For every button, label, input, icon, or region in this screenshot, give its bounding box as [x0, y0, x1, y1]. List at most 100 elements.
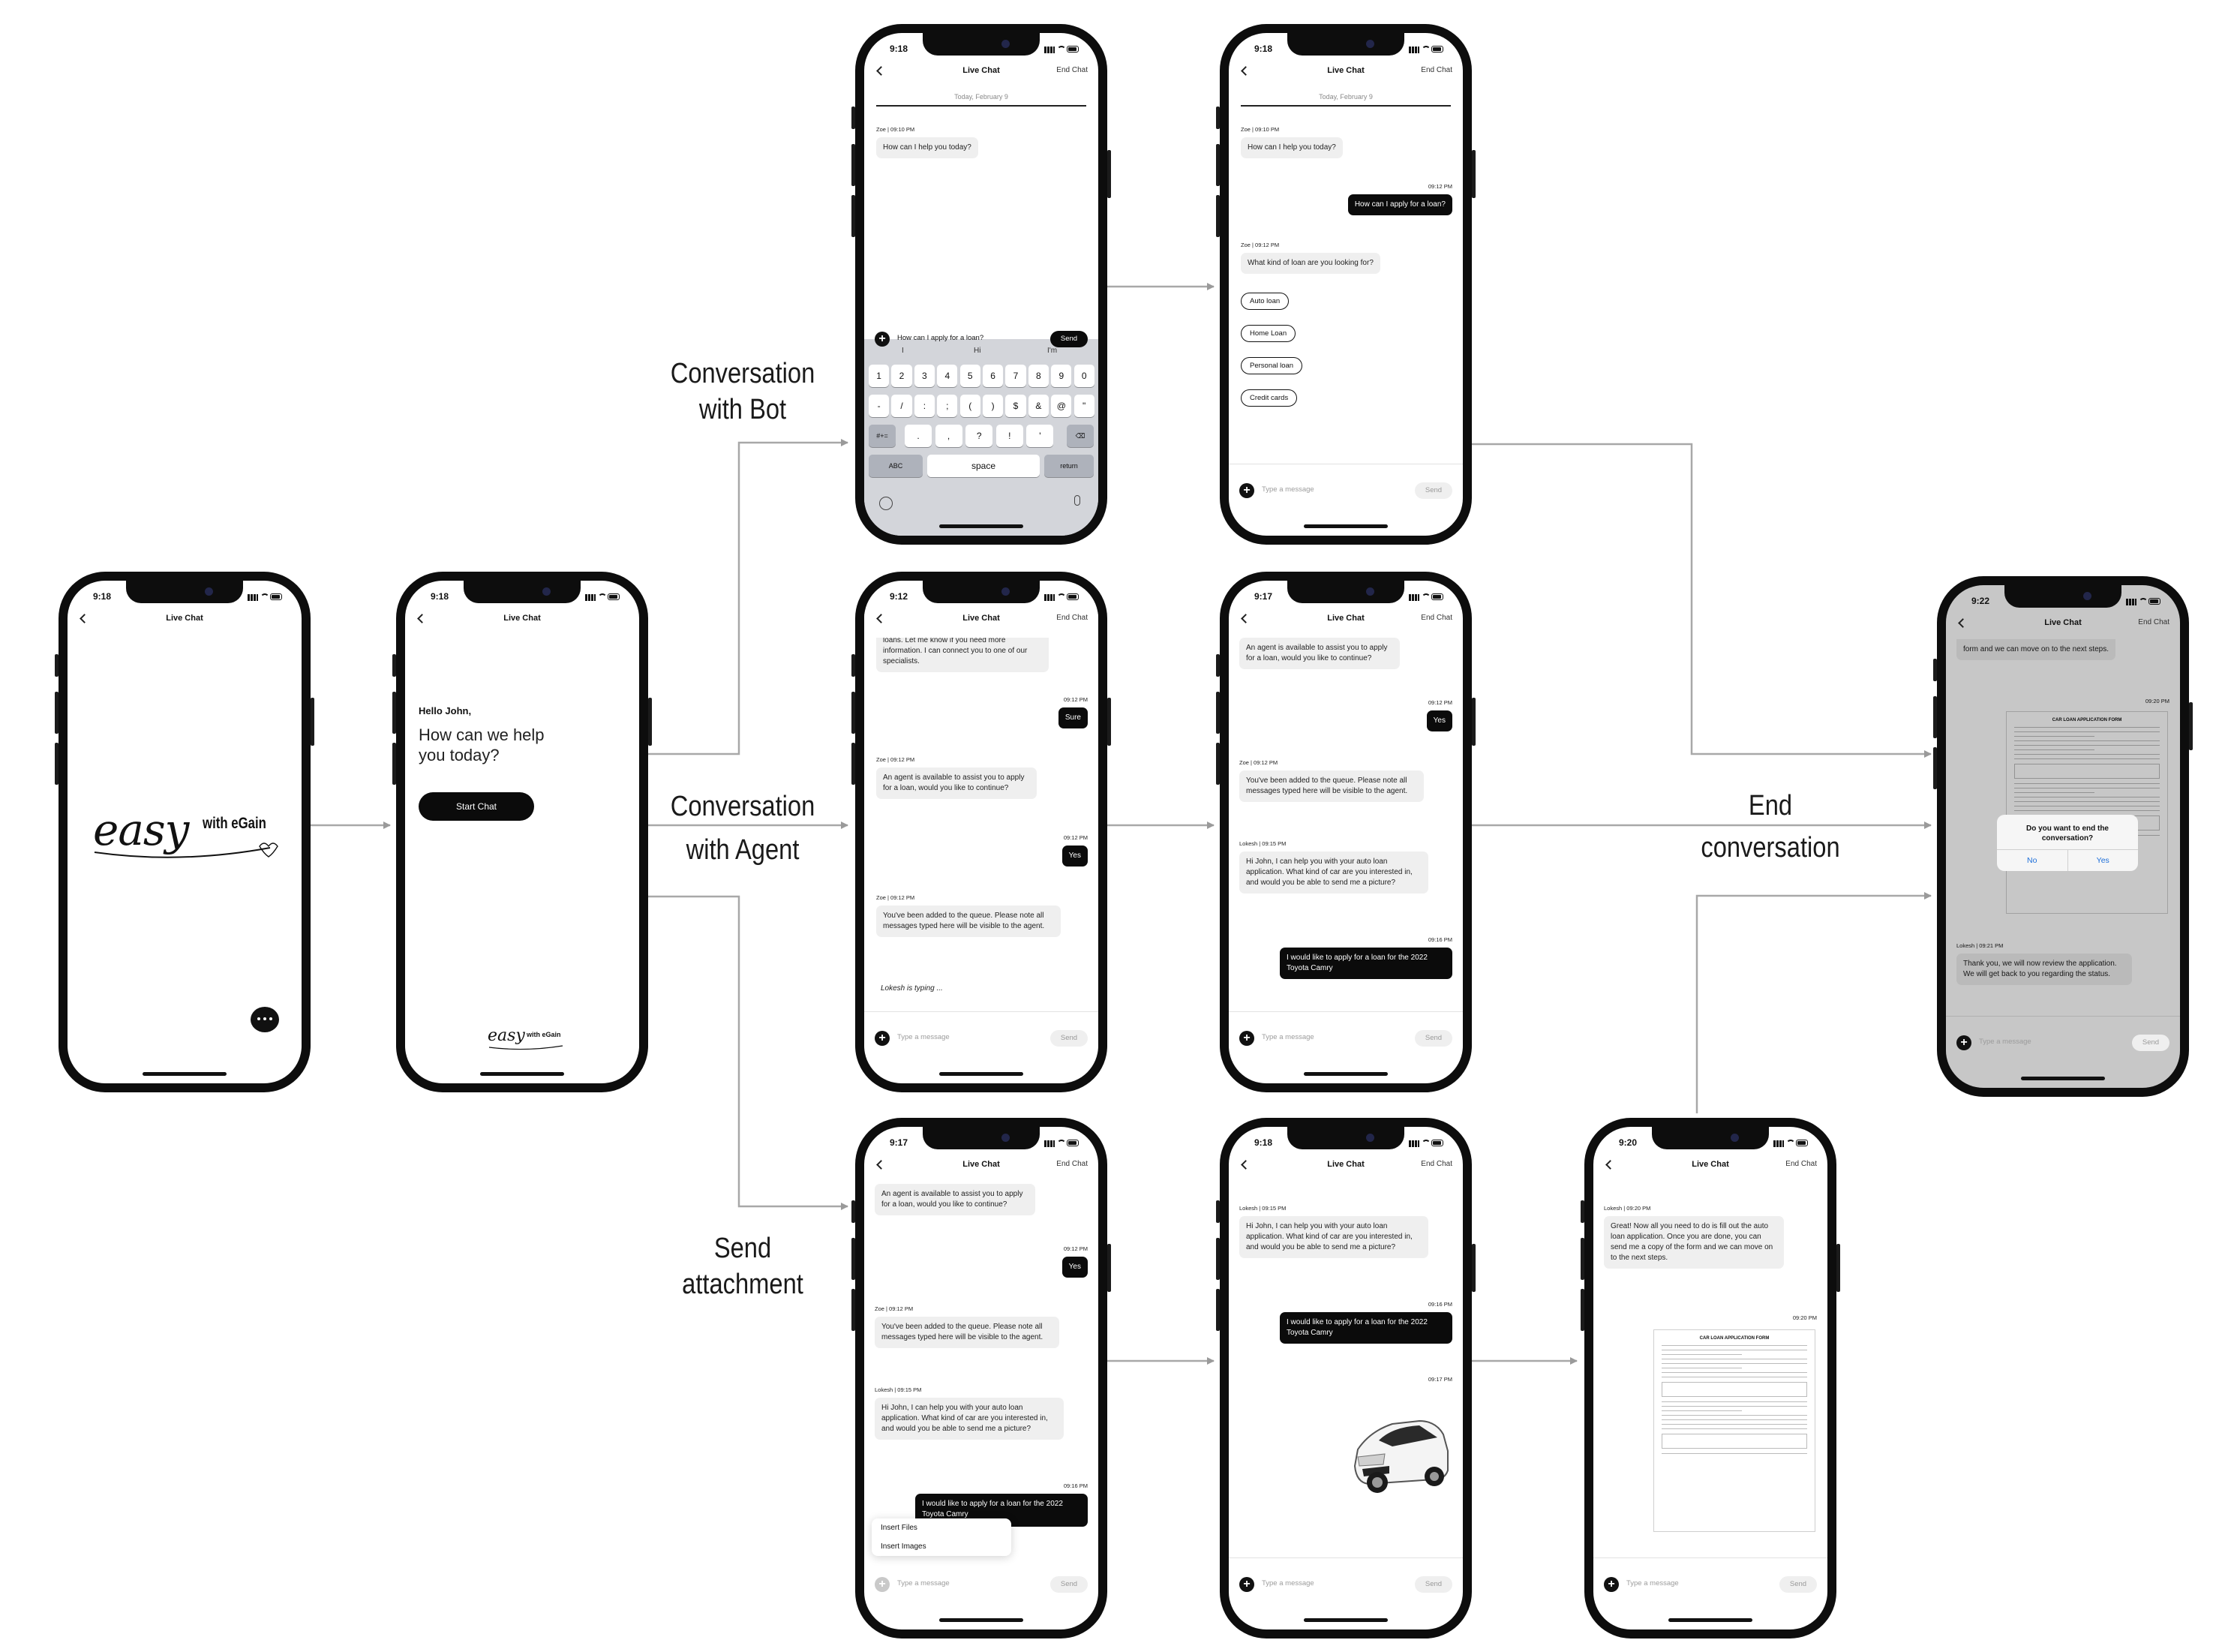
keyboard-key[interactable]: 7 — [1005, 365, 1026, 387]
message-bubble: An agent is available to assist you to a… — [876, 767, 1037, 799]
chat-fab-icon[interactable] — [251, 1007, 279, 1032]
end-chat-link[interactable]: End Chat — [1056, 1160, 1088, 1168]
microphone-icon[interactable] — [1074, 495, 1080, 506]
keyboard-key[interactable]: 9 — [1051, 365, 1072, 387]
screen: 9:18 Live Chat Hello John, How can we he… — [405, 581, 639, 1083]
send-button[interactable]: Send — [1050, 1030, 1088, 1047]
keyboard-key[interactable]: #+= — [869, 425, 896, 447]
message-input[interactable]: Type a message — [1262, 1033, 1314, 1041]
keyboard-key[interactable]: space — [927, 455, 1040, 477]
send-button[interactable]: Send — [1415, 1030, 1452, 1047]
suggestion[interactable]: I'm — [1047, 347, 1058, 355]
keyboard-key[interactable]: 0 — [1073, 365, 1094, 387]
keyboard-key[interactable]: " — [1073, 395, 1094, 417]
message-input[interactable]: Type a message — [1979, 1038, 2031, 1046]
suggestion[interactable]: I — [902, 347, 904, 355]
keyboard-key[interactable]: @ — [1051, 395, 1072, 417]
option-home-loan[interactable]: Home Loan — [1241, 325, 1296, 342]
keyboard-key[interactable]: - — [869, 395, 890, 417]
easy-logo: easy with eGain — [90, 804, 285, 872]
add-attachment-icon[interactable]: + — [1239, 1577, 1254, 1592]
end-chat-link[interactable]: End Chat — [1056, 66, 1088, 74]
keyboard-key[interactable]: ( — [959, 395, 980, 417]
add-attachment-icon[interactable]: + — [875, 1577, 890, 1592]
loan-form-attachment[interactable]: CAR LOAN APPLICATION FORM — [1653, 1329, 1815, 1532]
phone-agent-reply: 9:17 Live Chat End Chat An agent is avai… — [1216, 572, 1476, 1092]
add-attachment-icon[interactable]: + — [875, 332, 890, 347]
message-meta: Zoe | 09:12 PM — [875, 1305, 914, 1312]
message-meta: Zoe | 09:10 PM — [1241, 126, 1280, 133]
start-chat-button[interactable]: Start Chat — [419, 792, 534, 821]
end-chat-link[interactable]: End Chat — [2138, 618, 2169, 626]
keyboard-key[interactable]: ' — [1026, 425, 1054, 447]
dialog-no-button[interactable]: No — [2027, 856, 2037, 865]
keyboard-key[interactable]: 8 — [1028, 365, 1049, 387]
message-meta: 09:16 PM — [1428, 936, 1452, 943]
keyboard-key[interactable]: / — [891, 395, 912, 417]
send-button[interactable]: Send — [1415, 1576, 1452, 1593]
signal-icons — [1409, 1140, 1443, 1147]
keyboard-key[interactable]: 1 — [869, 365, 890, 387]
option-credit-cards[interactable]: Credit cards — [1241, 389, 1298, 407]
menu-item-insert-images[interactable]: Insert Images — [881, 1542, 926, 1551]
add-attachment-icon[interactable]: + — [875, 1031, 890, 1046]
message-input[interactable]: Type a message — [1262, 485, 1314, 494]
message-input[interactable]: Type a message — [1262, 1579, 1314, 1587]
keyboard-key[interactable]: 5 — [959, 365, 980, 387]
chat-header: Live Chat End Chat — [1229, 65, 1463, 83]
message-bubble: How can I help you today? — [876, 137, 978, 158]
keyboard-key[interactable]: ? — [965, 425, 993, 447]
keyboard-key[interactable]: return — [1044, 455, 1094, 477]
dialog-yes-button[interactable]: Yes — [2067, 850, 2139, 871]
keyboard-key[interactable]: ; — [937, 395, 958, 417]
add-attachment-icon[interactable]: + — [1239, 483, 1254, 498]
suggestion[interactable]: Hi — [974, 347, 981, 355]
menu-item-insert-files[interactable]: Insert Files — [881, 1524, 917, 1532]
send-button[interactable]: Send — [1415, 482, 1452, 499]
send-button[interactable]: Send — [1050, 331, 1088, 347]
keyboard-key[interactable]: , — [935, 425, 962, 447]
option-auto-loan[interactable]: Auto loan — [1241, 293, 1290, 310]
chat-header: Live Chat End Chat — [1229, 1158, 1463, 1176]
keyboard-key[interactable]: ⌫ — [1067, 425, 1094, 447]
keyboard-key[interactable]: : — [914, 395, 935, 417]
message-input[interactable]: Type a message — [897, 1579, 950, 1587]
end-chat-link[interactable]: End Chat — [1056, 614, 1088, 622]
end-chat-link[interactable]: End Chat — [1421, 66, 1452, 74]
send-button[interactable]: Send — [1050, 1576, 1088, 1593]
keyboard-key[interactable]: ! — [995, 425, 1023, 447]
keyboard-key[interactable]: . — [905, 425, 932, 447]
keyboard-key[interactable]: 3 — [914, 365, 935, 387]
keyboard-key[interactable]: ABC — [869, 455, 923, 477]
header-title: Live Chat — [1327, 1160, 1365, 1169]
screen: 9:17 Live Chat End Chat An agent is avai… — [864, 1127, 1098, 1629]
message-input[interactable]: How can I apply for a loan? — [897, 334, 984, 342]
message-input[interactable]: Type a message — [1626, 1579, 1679, 1587]
end-chat-link[interactable]: End Chat — [1785, 1160, 1817, 1168]
message-user: 09:20 PM — [1727, 1314, 1817, 1326]
message-input[interactable]: Type a message — [897, 1033, 950, 1041]
keyboard-key[interactable]: 6 — [983, 365, 1004, 387]
emoji-icon[interactable] — [879, 497, 893, 510]
message-bubble: An agent is available to assist you to a… — [875, 1184, 1035, 1215]
keyboard-key[interactable]: 4 — [937, 365, 958, 387]
send-button[interactable]: Send — [2132, 1035, 2169, 1051]
add-attachment-icon[interactable]: + — [1604, 1577, 1619, 1592]
keyboard-key[interactable]: 2 — [891, 365, 912, 387]
option-personal-loan[interactable]: Personal loan — [1241, 357, 1303, 374]
add-attachment-icon[interactable]: + — [1956, 1035, 1971, 1050]
add-attachment-icon[interactable]: + — [1239, 1031, 1254, 1046]
keyboard-key[interactable]: & — [1028, 395, 1049, 417]
signal-icons — [1044, 46, 1079, 53]
loan-form-attachment[interactable]: CAR LOAN APPLICATION FORM — [2006, 711, 2168, 914]
end-chat-link[interactable]: End Chat — [1421, 1160, 1452, 1168]
end-chat-link[interactable]: End Chat — [1421, 614, 1452, 622]
message-agent: Lokesh | 09:20 PM Great! Now all you nee… — [1604, 1205, 1784, 1269]
keyboard-key[interactable]: ) — [983, 395, 1004, 417]
send-button[interactable]: Send — [1779, 1576, 1817, 1593]
message-bot: Zoe | 09:10 PM How can I help you today? — [1241, 126, 1343, 158]
keyboard-key[interactable]: $ — [1005, 395, 1026, 417]
message-bot: An agent is available to assist you to a… — [1239, 638, 1400, 669]
message-meta: Lokesh | 09:21 PM — [1956, 942, 2004, 949]
